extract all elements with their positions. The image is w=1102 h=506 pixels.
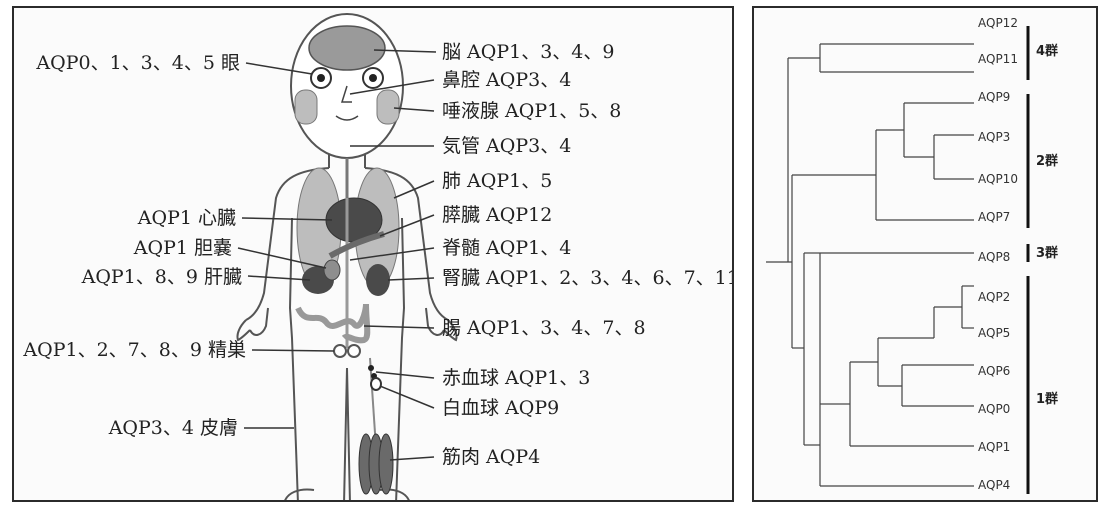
label-brain: 脳 AQP1、3、4、9 [442,41,615,63]
label-muscle: 筋肉 AQP4 [442,446,541,468]
label-spinal-cord: 脊髄 AQP1、4 [442,237,572,259]
label-pancreas: 膵臓 AQP12 [442,204,553,226]
leaf-label: AQP6 [978,364,1011,378]
leaf-label: AQP0 [978,402,1011,416]
label-skin: AQP3、4 皮膚 [108,417,238,439]
body-diagram-panel: AQP0、1、3、4、5 眼 AQP1 心臓 AQP1 胆嚢 AQP1、8、9 … [12,6,734,502]
label-trachea: 気管 AQP3、4 [442,135,572,157]
label-heart: AQP1 心臓 [137,207,236,229]
label-testis: AQP1、2、7、8、9 精巣 [23,339,246,361]
label-intestine: 腸 AQP1、3、4、7、8 [442,317,646,339]
leaf-label: AQP3 [978,130,1011,144]
label-nasal-cavity: 鼻腔 AQP3、4 [442,69,572,91]
label-salivary-gland: 唾液腺 AQP1、5、8 [442,100,622,122]
group-label-4: 4群 [1036,44,1059,59]
leaf-label: AQP5 [978,326,1011,340]
brain-organ [308,25,386,71]
leaf-label: AQP8 [978,250,1011,264]
label-white-blood-cell: 白血球 AQP9 [442,397,560,419]
leaf-label: AQP12 [978,16,1018,30]
label-kidney: 腎臓 AQP1、2、3、4、6、7、11 [442,267,734,289]
leaf-label: AQP7 [978,210,1011,224]
body-illustration [236,13,458,500]
label-liver: AQP1、8、9 肝臓 [81,266,242,288]
leaf-label: AQP11 [978,52,1018,66]
leaf-label: AQP2 [978,290,1011,304]
group-label-3: 3群 [1036,246,1059,261]
dendrogram [766,26,1030,494]
phylogenetic-tree-panel: AQP12 AQP11 AQP9 AQP3 AQP10 AQP7 AQP8 AQ… [752,6,1098,502]
leaf-label: AQP9 [978,90,1011,104]
label-gallbladder: AQP1 胆嚢 [133,237,232,259]
leaf-label: AQP1 [978,440,1011,454]
label-lung: 肺 AQP1、5 [442,170,553,192]
leaf-label: AQP10 [978,172,1018,186]
label-eye: AQP0、1、3、4、5 眼 [36,52,240,74]
label-red-blood-cell: 赤血球 AQP1、3 [442,367,591,389]
leaf-label: AQP4 [978,478,1011,492]
group-label-1: 1群 [1036,392,1059,407]
group-label-2: 2群 [1036,154,1059,169]
